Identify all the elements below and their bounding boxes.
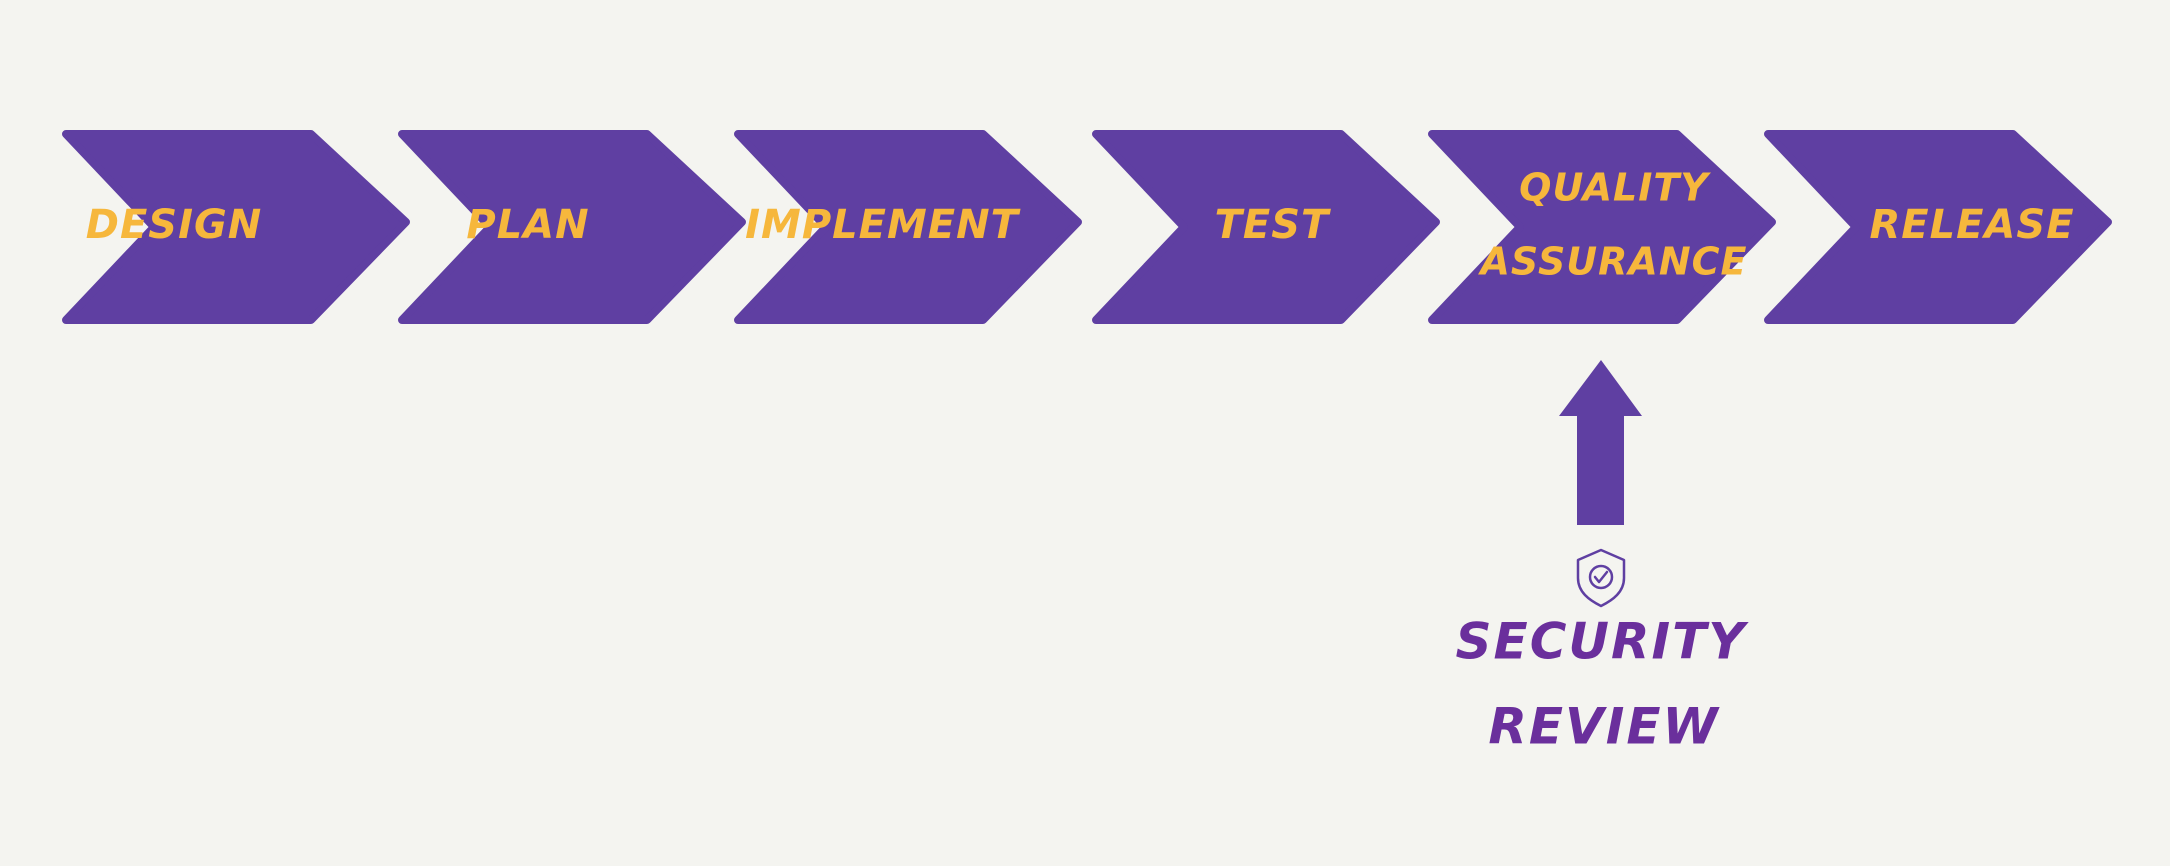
chevron-test <box>1092 130 1440 324</box>
step-label-quality-assurance-line-2: ASSURANCE <box>1478 240 1748 284</box>
chevron-design <box>62 130 410 324</box>
step-label-release: RELEASE <box>1869 202 2074 248</box>
step-label-plan: PLAN <box>466 202 589 248</box>
step-label-implement: IMPLEMENT <box>745 202 1020 248</box>
process-steps <box>62 130 2112 324</box>
chevron-quality-assurance <box>1428 130 1776 324</box>
security-review-label-line-2: REVIEW <box>1488 698 1720 756</box>
step-label-design: DESIGN <box>86 202 263 248</box>
process-step-labels: DESIGN PLAN IMPLEMENT TEST QUALITY ASSURANCE R… <box>86 166 2074 284</box>
step-label-quality-assurance-line-1: QUALITY <box>1519 166 1711 210</box>
up-arrow <box>1559 360 1642 525</box>
step-label-test: TEST <box>1215 202 1331 248</box>
shield-check-icon <box>1576 548 1626 608</box>
chevron-release <box>1764 130 2112 324</box>
chevron-implement <box>734 130 1082 324</box>
chevron-plan <box>398 130 746 324</box>
security-review-label-line-1: SECURITY <box>1456 613 1750 671</box>
